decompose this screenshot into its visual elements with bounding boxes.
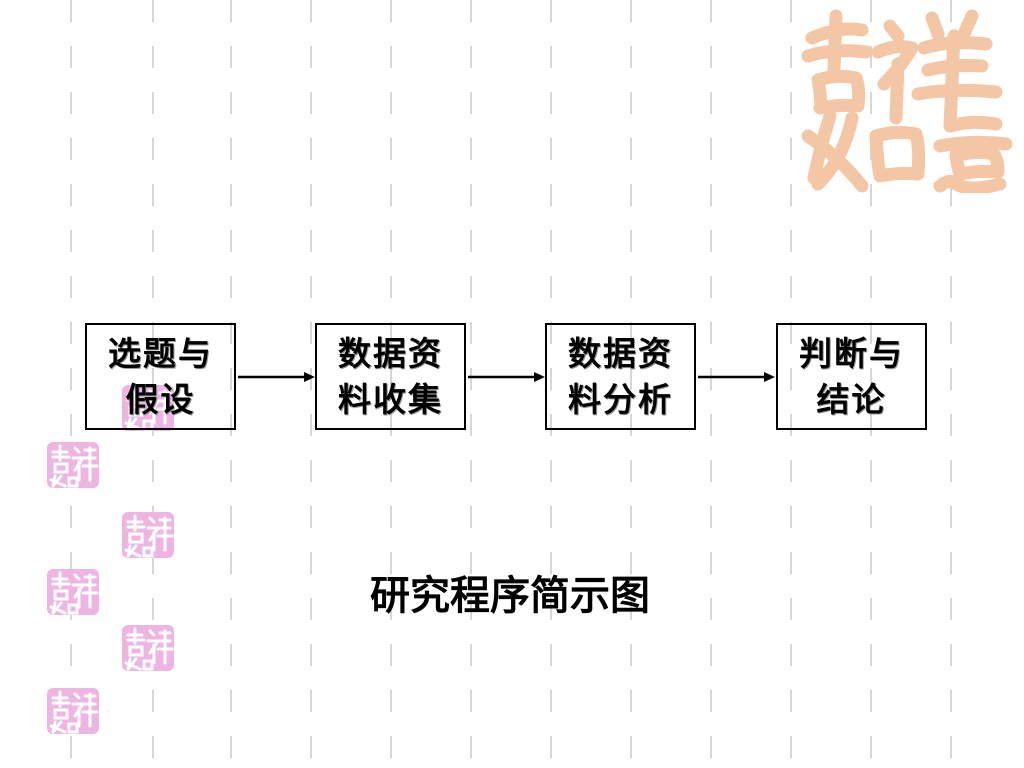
- flow-box-label-line1: 选题与: [108, 333, 213, 373]
- flow-box-label-line1: 判断与: [799, 333, 904, 373]
- flow-box-label-line1: 数据资: [568, 333, 673, 373]
- diagram-caption: 研究程序简示图: [370, 573, 650, 619]
- flow-box-label: 选题与 假设: [97, 331, 225, 423]
- flow-box-label-line1: 数据资: [338, 333, 443, 373]
- seal-stamp-icon: [47, 688, 99, 734]
- flow-box-label-line2: 假设: [125, 379, 196, 419]
- flow-box-label-line2: 料收集: [338, 379, 443, 419]
- flow-box-data-analysis: 数据资 料分析: [545, 323, 696, 430]
- jixiang-logo-icon: [801, 9, 1013, 193]
- flow-box-topic-hypothesis: 选题与 假设: [85, 323, 236, 430]
- flow-arrow-icon: [468, 372, 545, 382]
- flow-box-judgment-conclusion: 判断与 结论: [776, 323, 927, 430]
- flow-arrow-icon: [238, 372, 315, 382]
- flow-box-label: 数据资 料收集: [327, 331, 455, 423]
- flow-box-data-collection: 数据资 料收集: [315, 323, 466, 430]
- seal-stamp-icon: [122, 625, 174, 671]
- seal-stamp-icon: [47, 569, 99, 615]
- seal-stamp-icon: [122, 512, 174, 558]
- flow-box-label-line2: 料分析: [568, 379, 673, 419]
- flow-box-label: 数据资 料分析: [557, 331, 685, 423]
- seal-stamp-icon: [47, 442, 99, 488]
- flow-box-label-line2: 结论: [816, 379, 887, 419]
- flow-arrow-icon: [698, 372, 775, 382]
- flow-box-label: 判断与 结论: [788, 331, 916, 423]
- seal-stamp-icon: [122, 385, 174, 431]
